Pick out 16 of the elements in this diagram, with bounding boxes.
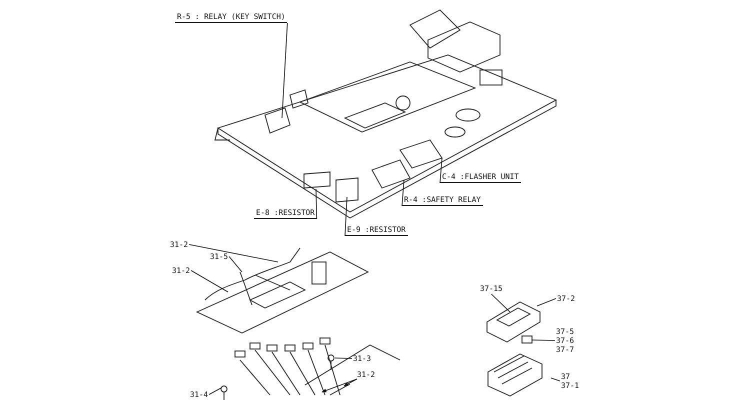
leader-line <box>536 298 556 306</box>
leader-line <box>228 256 242 272</box>
leader-line <box>188 244 278 262</box>
leader-line <box>334 358 352 359</box>
leader-line <box>440 158 442 184</box>
leader-line <box>402 180 404 206</box>
leader-line <box>344 196 348 236</box>
leader-line <box>490 294 510 312</box>
leader-line <box>282 22 288 118</box>
leader-line <box>208 388 222 395</box>
leader-line <box>344 378 358 386</box>
leader-line <box>190 270 228 292</box>
leader-line <box>532 340 556 341</box>
leader-line <box>316 188 318 220</box>
leader-line <box>322 378 358 392</box>
leader-line <box>550 378 560 382</box>
